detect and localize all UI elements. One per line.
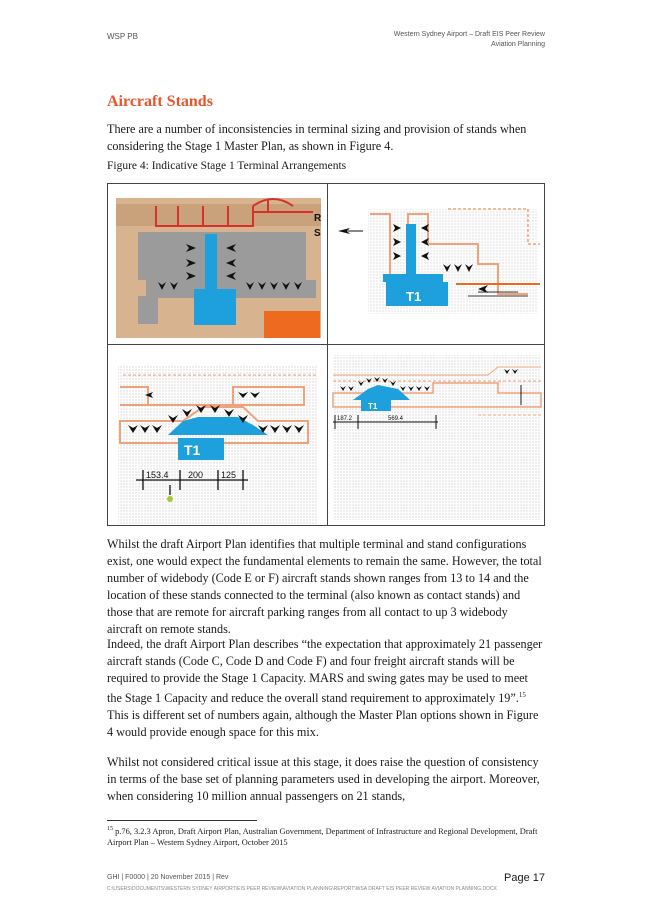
dim-label-200: 200: [188, 470, 203, 480]
letter-s: S: [314, 228, 321, 239]
intro-paragraph: There are a number of inconsistencies in…: [107, 122, 527, 153]
t1-label-bottom-left: T1: [184, 442, 201, 458]
aircraft-icons: [158, 244, 302, 290]
footnote-15: 15 p.76, 3.2.3 Apron, Draft Airport Plan…: [107, 824, 545, 848]
header-right-line2: Aviation Planning: [491, 41, 545, 48]
figure-caption: Figure 4: Indicative Stage 1 Terminal Ar…: [107, 160, 347, 172]
section-title: Aircraft Stands: [107, 93, 213, 110]
paragraph-3-part-b: This is different set of numbers again, …: [107, 708, 539, 740]
footer-left: GHI | F0000 | 20 November 2015 | Rev: [107, 874, 229, 881]
dim-label-125: 125: [221, 470, 236, 480]
figure-4: R S T1 T1: [107, 183, 545, 526]
header-right: Western Sydney Airport – Draft EIS Peer …: [394, 30, 545, 50]
paragraph-2: Whilst the draft Airport Plan identifies…: [107, 537, 542, 636]
footnote-ref-15[interactable]: 15: [518, 691, 526, 699]
footnote-text: p.76, 3.2.3 Apron, Draft Airport Plan, A…: [107, 826, 538, 847]
header-right-line1: Western Sydney Airport – Draft EIS Peer …: [393, 31, 545, 38]
figure-divider-vertical: [327, 184, 328, 525]
t1-label-bottom-right: T1: [368, 402, 378, 411]
footnote-number: 15: [107, 826, 113, 832]
panel-bottom-right: T1 187.2 569.4: [332, 355, 542, 520]
figure-divider-horizontal: [108, 344, 544, 345]
t1-label-top-right: T1: [406, 289, 421, 304]
letter-r: R: [314, 213, 322, 224]
paragraph-3: Indeed, the draft Airport Plan describes…: [107, 636, 545, 741]
paragraph-4: Whilst not considered critical issue at …: [107, 755, 540, 803]
footer-path: C:\USERS\DOCUMENTS\WESTERN SYDNEY AIRPOR…: [107, 886, 497, 892]
page-number: Page 17: [504, 872, 545, 884]
header-left: WSP PB: [107, 32, 138, 41]
dim-label-187: 187.2: [337, 416, 353, 422]
dim-label-153: 153.4: [146, 470, 169, 480]
paragraph-3-part-a: Indeed, the draft Airport Plan describes…: [107, 637, 543, 706]
panel-top-left: R S: [116, 198, 322, 338]
footnote-separator: [107, 820, 257, 821]
panel-bottom-left: T1 153.4 200 125: [118, 365, 318, 525]
panel-top-right: T1: [338, 208, 540, 314]
dim-label-569: 569.4: [388, 416, 404, 422]
